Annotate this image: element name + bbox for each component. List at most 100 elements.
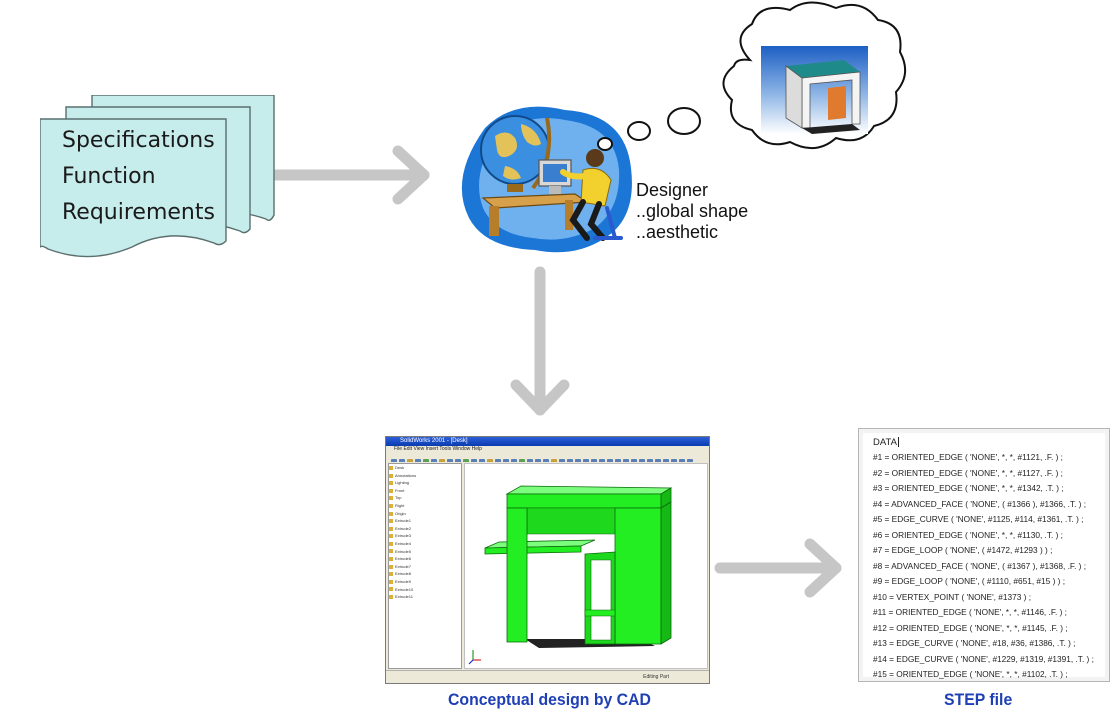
caption-cad: Conceptual design by CAD <box>448 690 651 709</box>
designer-illustration <box>461 106 632 253</box>
toolbar-icon[interactable] <box>503 459 509 462</box>
document-line-specifications: Specifications <box>62 128 215 153</box>
caption-step: STEP file <box>944 690 1013 709</box>
toolbar-icon[interactable] <box>583 459 589 462</box>
toolbar-icon[interactable] <box>447 459 453 462</box>
document-stack-icon <box>40 95 275 258</box>
feature-tree-item[interactable]: Extrude7 <box>389 563 461 571</box>
step-file-line: #6 = ORIENTED_EDGE ( 'NONE', *, *, #1130… <box>873 529 1063 540</box>
feature-tree-item[interactable]: Extrude9 <box>389 578 461 586</box>
step-file-line: #8 = ADVANCED_FACE ( 'NONE', ( #1367 ), … <box>873 560 1087 571</box>
feature-tree-item[interactable]: Annotations <box>389 472 461 480</box>
thought-cloud <box>597 1 907 151</box>
cad-status-text: Editing Part <box>643 674 669 680</box>
toolbar-icon[interactable] <box>471 459 477 462</box>
toolbar-icon[interactable] <box>487 459 493 462</box>
document-text: Specifications Function Requirements <box>62 123 215 231</box>
feature-tree-item[interactable]: Lighting <box>389 479 461 487</box>
toolbar-icon[interactable] <box>615 459 621 462</box>
designer-label-line-2: ..global shape <box>636 201 749 221</box>
toolbar-icon[interactable] <box>591 459 597 462</box>
step-file-line: #1 = ORIENTED_EDGE ( 'NONE', *, *, #1121… <box>873 452 1063 462</box>
feature-tree-item[interactable]: Extrude11 <box>389 593 461 601</box>
step-file-line: #15 = ORIENTED_EDGE ( 'NONE', *, *, #110… <box>873 669 1068 679</box>
designer-label-line-3: ..aesthetic <box>636 222 719 242</box>
toolbar-icon[interactable] <box>399 459 405 462</box>
thought-bubble-medium <box>627 121 651 141</box>
toolbar-icon[interactable] <box>575 459 581 462</box>
feature-tree-item[interactable]: Top <box>389 494 461 502</box>
toolbar-icon[interactable] <box>679 459 685 462</box>
designer-label-line-1: Designer <box>636 180 709 200</box>
feature-tree-item[interactable]: Extrude10 <box>389 586 461 594</box>
toolbar-icon[interactable] <box>567 459 573 462</box>
toolbar-icon[interactable] <box>527 459 533 462</box>
toolbar-icon[interactable] <box>455 459 461 462</box>
feature-tree-item[interactable]: Extrude8 <box>389 570 461 578</box>
cad-viewport[interactable] <box>464 463 708 669</box>
arrow-cad-to-step <box>714 538 842 598</box>
step-file-line: #3 = ORIENTED_EDGE ( 'NONE', *, *, #1342… <box>873 483 1064 493</box>
toolbar-icon[interactable] <box>439 459 445 462</box>
feature-tree-item[interactable]: Right <box>389 502 461 510</box>
toolbar-icon[interactable] <box>423 459 429 462</box>
cad-window: SolidWorks 2001 - [Desk] File Edit View … <box>385 436 710 684</box>
text-caret <box>897 437 899 448</box>
feature-tree-item[interactable]: Extrude1 <box>389 517 461 525</box>
feature-tree-item[interactable]: Origin <box>389 510 461 518</box>
toolbar-icon[interactable] <box>623 459 629 462</box>
step-file-line: #9 = EDGE_LOOP ( 'NONE', ( #1110, #651, … <box>873 576 1066 586</box>
feature-tree-item[interactable]: Front <box>389 487 461 495</box>
cad-menubar[interactable]: File Edit View Insert Tools Window Help <box>394 446 482 452</box>
feature-tree-item[interactable]: Extrude5 <box>389 548 461 556</box>
toolbar-icon[interactable] <box>431 459 437 462</box>
toolbar-icon[interactable] <box>607 459 613 462</box>
toolbar-icon[interactable] <box>639 459 645 462</box>
toolbar-icon[interactable] <box>463 459 469 462</box>
feature-tree-item[interactable]: Extrude6 <box>389 555 461 563</box>
cad-toolbar <box>386 453 709 462</box>
step-file-line: #5 = EDGE_CURVE ( 'NONE', #1125, #114, #… <box>873 514 1084 524</box>
step-file-text: DATA #1 = ORIENTED_EDGE ( 'NONE', *, *, … <box>873 435 1094 683</box>
toolbar-icon[interactable] <box>479 459 485 462</box>
step-file-line: #11 = ORIENTED_EDGE ( 'NONE', *, *, #114… <box>873 607 1067 617</box>
toolbar-icon[interactable] <box>647 459 653 462</box>
step-file-line: #2 = ORIENTED_EDGE ( 'NONE', *, *, #1127… <box>873 467 1063 478</box>
document-line-requirements: Requirements <box>62 200 215 225</box>
toolbar-icon[interactable] <box>543 459 549 462</box>
step-file-header: DATA <box>873 437 899 448</box>
step-file-line: #10 = VERTEX_POINT ( 'NONE', #1373 ) ; <box>873 591 1032 602</box>
feature-tree-item[interactable]: Extrude4 <box>389 540 461 548</box>
step-file-panel: DATA #1 = ORIENTED_EDGE ( 'NONE', *, *, … <box>858 428 1110 682</box>
globe-icon <box>480 115 552 192</box>
step-file-line: #12 = ORIENTED_EDGE ( 'NONE', *, *, #114… <box>873 622 1068 633</box>
step-file-line: #4 = ADVANCED_FACE ( 'NONE', ( #1366 ), … <box>873 498 1087 509</box>
feature-tree-item[interactable]: Extrude2 <box>389 525 461 533</box>
toolbar-icon[interactable] <box>687 459 693 462</box>
feature-tree-item[interactable]: Extrude3 <box>389 532 461 540</box>
step-file-line: #7 = EDGE_LOOP ( 'NONE', ( #1472, #1293 … <box>873 545 1053 555</box>
toolbar-icon[interactable] <box>599 459 605 462</box>
toolbar-icon[interactable] <box>559 459 565 462</box>
toolbar-icon[interactable] <box>407 459 413 462</box>
step-file-line: #13 = EDGE_CURVE ( 'NONE', #18, #36, #13… <box>873 638 1076 648</box>
axis-triad-icon <box>468 650 481 665</box>
toolbar-icon[interactable] <box>495 459 501 462</box>
toolbar-icon[interactable] <box>519 459 525 462</box>
toolbar-icon[interactable] <box>551 459 557 462</box>
cad-status-bar: Editing Part <box>386 670 709 683</box>
toolbar-icon[interactable] <box>391 459 397 462</box>
toolbar-icon[interactable] <box>663 459 669 462</box>
toolbar-icon[interactable] <box>511 459 517 462</box>
feature-tree-item[interactable]: Desk <box>389 464 461 472</box>
designer-person-icon <box>560 149 623 241</box>
toolbar-icon[interactable] <box>535 459 541 462</box>
toolbar-icon[interactable] <box>631 459 637 462</box>
thought-bubble-small <box>597 137 613 151</box>
toolbar-icon[interactable] <box>671 459 677 462</box>
toolbar-icon[interactable] <box>655 459 661 462</box>
toolbar-icon[interactable] <box>415 459 421 462</box>
feature-tree: Desk Annotations Lighting Front Top Righ… <box>388 463 462 669</box>
thought-bubble-large <box>667 107 701 135</box>
desk-3d-image <box>761 46 868 134</box>
